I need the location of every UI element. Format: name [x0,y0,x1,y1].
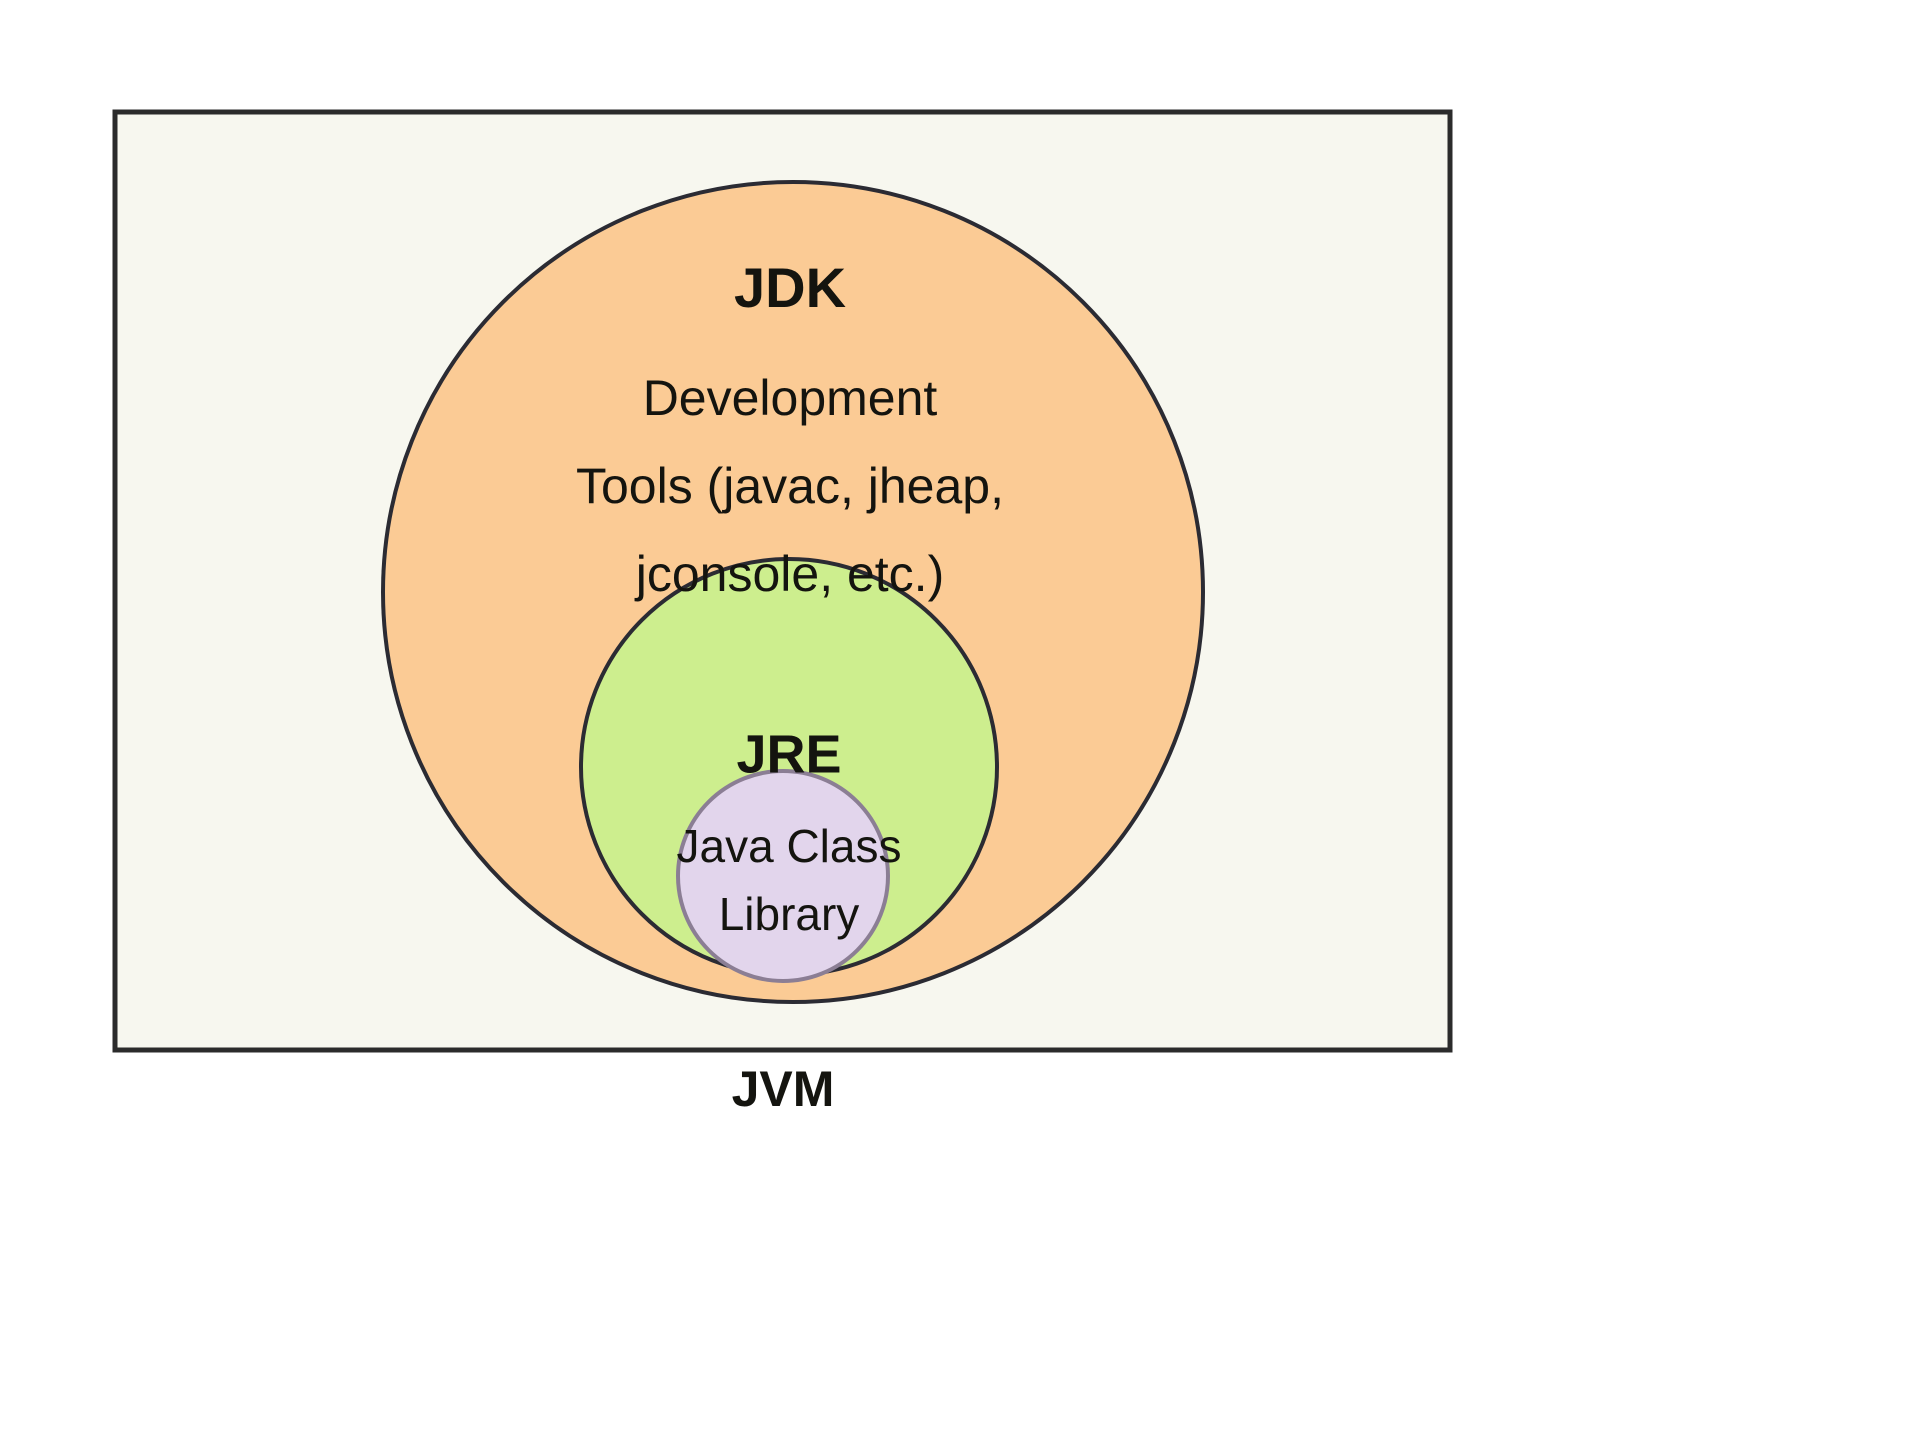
jre-body-line-2: Library [719,888,860,940]
jre-label: JRE [736,724,841,784]
jdk-label: JDK [734,256,846,319]
jdk-body-line-2: Tools (javac, jheap, [576,458,1004,514]
jdk-body-line-1: Development [643,370,938,426]
jvm-circle[interactable] [676,769,890,983]
jre-body-line-1: Java Class [677,820,902,872]
jvm-label: JVM [732,1061,835,1117]
jdk-body-line-3: jconsole, etc.) [634,546,944,602]
